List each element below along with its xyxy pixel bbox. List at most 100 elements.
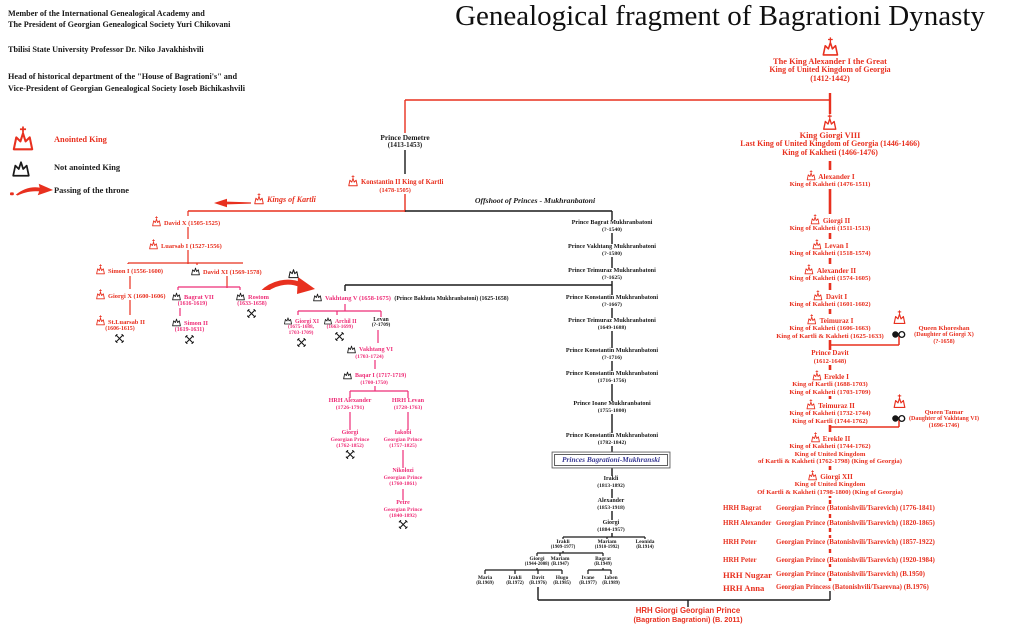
node-label: Iaben xyxy=(604,575,618,581)
node-princes-bagrationi-mukhranski: Princes Bagrationi-Mukhranski xyxy=(554,454,668,467)
node-label: Erekle II xyxy=(822,434,851,443)
node-subline: King of Kakheti (1518-1574) xyxy=(789,250,871,257)
anointed-crown-icon xyxy=(348,175,358,187)
legend-label: Anointed King xyxy=(54,134,107,144)
hrh-row-desc: Georgian Prince (Batonishvili/Tsarevich)… xyxy=(776,556,935,564)
node-label: Luarsab I (1527-1556) xyxy=(161,242,222,250)
node-label: Iakobi xyxy=(394,430,412,436)
node-prince-bagrat-mukhranbatoni: Prince Bagrat Mukhranbatoni(?-1540) xyxy=(570,219,654,234)
node-alexander-1853: Alexander(1853-1918) xyxy=(596,498,626,511)
crown-icon xyxy=(343,371,352,380)
crown-icon xyxy=(12,161,30,177)
node-subline: (1909-1977) xyxy=(550,545,576,551)
node-subline: (1813-1892) xyxy=(597,482,625,489)
node-subline: Georgian Prince xyxy=(383,474,423,481)
extinct-line-icon xyxy=(345,450,355,460)
anointed-crown-icon xyxy=(810,214,820,225)
node-subline: (1696-1746) xyxy=(928,423,960,430)
node-subline: (1633-1658) xyxy=(237,301,267,307)
node-bagrat-vii: Bagrat VII(1616-1619) xyxy=(170,290,215,308)
node-kings-of-kartli-label: Kings of Kartli xyxy=(252,193,317,205)
node-subline: (1478-1505) xyxy=(379,187,411,194)
anointed-crown-icon xyxy=(893,310,906,325)
node-label: HRH Giorgi Georgian Prince xyxy=(635,606,741,615)
node-subline: Of Kartli & Kakheti (1798-1800) (King of… xyxy=(757,488,903,496)
page-title: Genealogical fragment of Bagrationi Dyna… xyxy=(455,0,985,32)
node-subline: of Kartli & Kakheti (1762-1798) (King of… xyxy=(758,458,902,465)
node-label: Giorgi XI xyxy=(295,318,319,325)
node-subline: (1840-1892) xyxy=(389,512,417,519)
node-label: Giorgi xyxy=(341,430,359,436)
node-giorgi-1944: Giorgi(1944-2008) xyxy=(523,556,551,568)
node-label: Prince Konstantin Mukhranbatoni xyxy=(565,370,659,377)
anointed-crown-icon xyxy=(823,114,837,130)
node-label: Giorgi XII xyxy=(820,472,853,481)
anointed-crown-icon xyxy=(805,264,814,275)
hrh-row-name: HRH Bagrat xyxy=(723,504,762,512)
node-hrh-giorgi-2011: HRH Giorgi Georgian Prince(Bagration Bag… xyxy=(632,606,744,624)
extinct-line-icon xyxy=(296,337,306,347)
node-subline: Last King of United Kingdom of Georgia (… xyxy=(740,139,920,149)
node-label: Nikolozi xyxy=(392,468,414,474)
node-subline: (1910-1992) xyxy=(594,545,620,551)
node-queen-tamar: Queen Tamar(Daughter of Vakhtang VI)(169… xyxy=(907,409,981,430)
node-label: Vakhtang V (1658-1675) xyxy=(325,294,391,302)
node-subline: Georgian Prince xyxy=(330,436,370,443)
credit-line: The President of Georgian Genealogical S… xyxy=(8,20,231,30)
node-subline: (?-1625) xyxy=(602,274,622,281)
node-label: David X (1505-1525) xyxy=(164,219,221,227)
node-subline: King of Kakheti (1574-1605) xyxy=(789,275,871,282)
anointed-crown-icon xyxy=(96,289,105,300)
node-subline: (1606-1615) xyxy=(105,326,135,332)
node-konstantin-ii: Konstantin II King of Kartli(1478-1505) xyxy=(346,175,445,195)
node-label-extra: (Prince Bakhuta Mukhranbatoni) (1625-165… xyxy=(392,295,509,302)
crown-icon xyxy=(172,318,181,327)
node-subline: King of Kakheti (1703-1709) xyxy=(789,388,871,396)
node-subline: King of Kartli (1688-1703) xyxy=(792,381,868,388)
legend-label: Passing of the throne xyxy=(54,185,129,195)
node-subline: (B.1985) xyxy=(553,581,571,587)
crown-icon xyxy=(191,267,200,276)
node-label: Teimuraz II xyxy=(818,401,855,410)
hrh-row-desc: Georgian Prince (Batonishvili/Tsarevich)… xyxy=(776,519,935,527)
floating-crown-icon xyxy=(287,266,300,284)
node-prince-konstantin-mukhranbatoni-4: Prince Konstantin Mukhranbatoni(1782-184… xyxy=(564,432,660,447)
anointed-crown-icon xyxy=(808,470,818,481)
legend-item-not-anointed: Not anointed King xyxy=(10,156,230,178)
node-subline: (1413-1453) xyxy=(387,142,423,150)
node-label: Queen Tamar xyxy=(924,409,964,416)
node-label: Bagrat VII xyxy=(184,293,214,301)
node-subline: (1675-1688, xyxy=(287,324,315,330)
anointed-crown-icon xyxy=(152,216,161,227)
node-iaben-1989: Iaben(B.1989) xyxy=(601,575,621,587)
node-subline: King of Kakheti (1606-1663) xyxy=(789,325,871,332)
node-vakhtang-v: Vakhtang V (1658-1675) (Prince Bakhuta M… xyxy=(311,291,510,302)
node-subline: (B.1949) xyxy=(594,562,612,568)
node-subline: (B.1972) xyxy=(506,581,524,587)
node-label: Bagrat xyxy=(595,556,611,562)
marriage-icon xyxy=(892,414,906,423)
node-david-x: David X (1505-1525) xyxy=(150,216,222,227)
node-label: Konstantin II King of Kartli xyxy=(361,179,444,187)
crown-icon xyxy=(236,292,245,301)
node-archil-ii: Archil II(1663-1699) xyxy=(322,315,358,341)
node-label: Prince Ioane Mukhranbatoni xyxy=(573,400,651,407)
node-subline: (1663-1699) xyxy=(326,324,354,330)
node-subline: Georgian Prince xyxy=(383,506,423,513)
node-prince-teimuraz-mukhranbatoni-1: Prince Teimuraz Mukhranbatoni(?-1625) xyxy=(567,267,657,282)
node-subline: (?-1709) xyxy=(371,322,391,329)
node-subline: (1760-1861) xyxy=(389,480,417,487)
anointed-crown-icon xyxy=(822,37,838,56)
anointed-crown-icon xyxy=(149,239,158,250)
node-subline: King of Kakheti (1744-1762) xyxy=(789,443,871,450)
node-label: Alexander II xyxy=(816,266,857,275)
anointed-crown-icon xyxy=(810,432,820,443)
